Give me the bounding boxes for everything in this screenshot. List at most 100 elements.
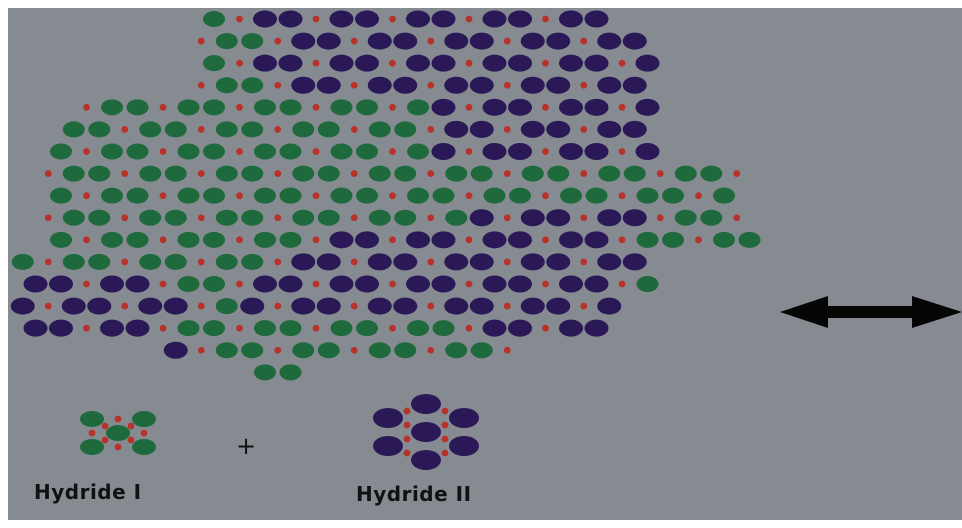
hydride-1-metal-atom (330, 143, 353, 160)
hydrogen-atom (140, 429, 148, 437)
hydride-2-metal-atom (431, 275, 456, 293)
hydrogen-atom (542, 192, 549, 200)
hydrogen-atom (503, 214, 511, 222)
hydride-2-metal-atom (278, 54, 303, 72)
hydride-2-metal-atom (622, 120, 647, 138)
hydride-1-metal-atom (241, 77, 264, 94)
hydride-2-metal-atom (482, 54, 507, 72)
hydrogen-atom (350, 81, 358, 89)
hydride-1-metal-atom (88, 209, 111, 226)
hydrogen-atom (236, 103, 243, 111)
hydride-1-metal-atom (509, 187, 531, 204)
hydride-1-metal-atom (445, 209, 468, 226)
hydride-2-metal-atom (291, 253, 316, 271)
hydride-2-metal-atom (138, 297, 163, 315)
hydride-2-metal-atom (622, 32, 647, 50)
hydride-1-metal-atom (662, 187, 684, 204)
hydrogen-atom (83, 236, 90, 244)
hydride-2-metal-atom (508, 142, 532, 160)
hydride-1-metal-atom (139, 121, 162, 138)
hydride-2-metal-atom (508, 54, 532, 72)
hydride-1-metal-atom (356, 143, 378, 160)
hydride-1-metal-atom (279, 143, 302, 160)
hydride-2-metal-atom (482, 98, 507, 116)
hydride-2-metal-atom (597, 120, 622, 138)
hydride-1-metal-atom (126, 99, 149, 116)
hydride-2-metal-atom (367, 253, 392, 271)
hydride-2-metal-atom (291, 297, 316, 315)
hydrogen-atom (88, 429, 96, 437)
hydride-2-metal-atom (329, 54, 354, 72)
hydride-1-metal-atom (330, 99, 353, 116)
hydride-1-metal-atom (254, 143, 276, 160)
hydride-1-metal-atom (80, 411, 104, 427)
hydrogen-atom (274, 258, 282, 266)
hydride-2-metal-atom (597, 209, 622, 227)
hydride-2-metal-atom (559, 10, 583, 28)
hydride-1-metal-atom (292, 121, 315, 138)
hydride-1-metal-atom (164, 165, 187, 182)
hydride-1-metal-atom (139, 165, 162, 182)
hydride-1-metal-atom (713, 187, 735, 204)
hydrogen-atom (618, 236, 626, 244)
hydride-1-metal-atom (215, 165, 238, 182)
hydride-1-metal-atom (636, 187, 659, 204)
hydride-1-motif (80, 411, 156, 455)
hydride-2-metal-atom (508, 231, 532, 249)
hydride-1-metal-atom (470, 165, 493, 182)
hydride-2-metal-atom (482, 319, 507, 337)
hydrogen-atom (542, 103, 549, 111)
hydride-1-metal-atom (292, 165, 315, 182)
hydride-1-metal-atom (177, 275, 200, 292)
hydride-1-metal-atom (279, 320, 302, 337)
hydrogen-atom (441, 421, 449, 429)
hydride-2-metal-atom (559, 54, 583, 72)
hydride-2-metal-atom (49, 319, 73, 337)
hydride-1-metal-atom (139, 253, 162, 270)
hydrogen-atom (159, 236, 167, 244)
hydride-1-metal-atom (713, 231, 735, 248)
hydride-2-metal-atom (584, 98, 609, 116)
hydrogen-atom (580, 81, 588, 89)
hydrogen-atom (44, 302, 52, 310)
hydride-2-metal-atom (520, 253, 545, 271)
hydride-2-metal-atom (431, 10, 456, 28)
hydrogen-atom (441, 449, 449, 457)
hydride-2-metal-atom (316, 297, 341, 315)
hydride-1-metal-atom (407, 187, 429, 204)
hydride-1-metal-atom (164, 209, 187, 226)
hydride-2-metal-atom (597, 297, 622, 315)
hydride-2-metal-atom (584, 10, 609, 28)
hydride-1-metal-atom (215, 298, 238, 315)
hydride-2-motif (373, 394, 479, 470)
hydride-2-metal-atom (367, 297, 392, 315)
hydride-2-metal-atom (367, 32, 392, 50)
hydrogen-atom (389, 103, 396, 111)
plus-sign: + (236, 432, 257, 460)
hydride-1-metal-atom (101, 187, 123, 204)
hydride-2-metal-atom (559, 98, 583, 116)
hydride-1-metal-atom (700, 165, 723, 182)
hydride-2-metal-atom (482, 275, 507, 293)
hydrogen-atom (656, 170, 664, 177)
hydrogen-atom (236, 324, 243, 332)
hydrogen-atom (121, 258, 129, 266)
hydrogen-atom (695, 236, 702, 244)
hydrogen-atom (236, 148, 243, 155)
hydrogen-atom (389, 280, 396, 288)
hydride-2-metal-atom (253, 275, 277, 293)
hydrogen-atom (236, 15, 243, 23)
hydride-1-metal-atom (203, 187, 225, 204)
hydrogen-atom (542, 148, 549, 155)
hydrogen-atom (618, 192, 626, 200)
hydrogen-atom (427, 37, 435, 45)
hydrogen-atom (312, 148, 320, 155)
hydride-2-metal-atom (411, 422, 441, 442)
hydride-1-metal-atom (215, 121, 238, 138)
hydrogen-atom (101, 422, 109, 430)
hydride-1-metal-atom (215, 253, 238, 270)
hydrogen-atom (350, 302, 358, 310)
hydride-1-metal-atom (80, 439, 104, 455)
hydrogen-atom (274, 81, 282, 89)
hydrogen-atom (427, 346, 435, 354)
